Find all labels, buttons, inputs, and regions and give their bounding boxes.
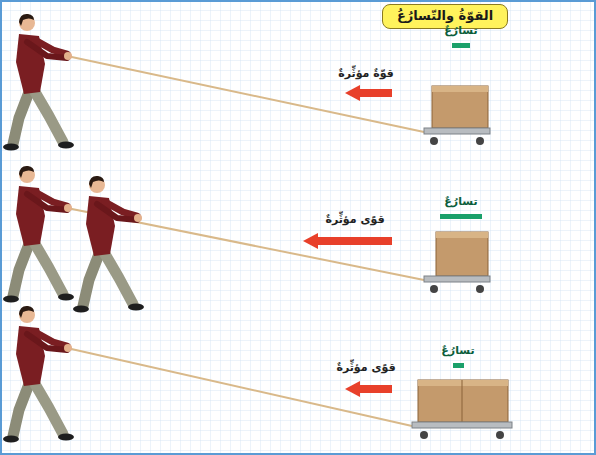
force-label: قوًى مؤثِّرةٌ: [323, 213, 386, 227]
man-figure: [3, 14, 74, 151]
man-figure: [3, 306, 74, 443]
cart: [424, 86, 490, 145]
cart: [412, 380, 512, 439]
acceleration-bar: [453, 363, 464, 368]
acceleration-label: تسارُعٌ: [442, 195, 479, 209]
force-arrow: [345, 381, 392, 397]
title-text: القوّةُ والتّسارُعُ: [397, 8, 493, 25]
man-figure: [73, 176, 144, 313]
acceleration-label: تسارُعٌ: [439, 344, 476, 358]
acceleration-bar: [452, 43, 470, 48]
force-arrow: [303, 233, 392, 249]
acceleration-label: تسارُعٌ: [442, 24, 479, 38]
man-figure: [3, 166, 74, 303]
acceleration-bar: [440, 214, 482, 219]
force-arrow: [345, 85, 392, 101]
force-label: قوًى مؤثِّرةٌ: [334, 361, 397, 375]
rope: [67, 348, 412, 426]
cart: [424, 232, 490, 293]
rope: [67, 56, 424, 132]
force-label: قوّةٌ مؤثِّرةٌ: [336, 67, 396, 81]
